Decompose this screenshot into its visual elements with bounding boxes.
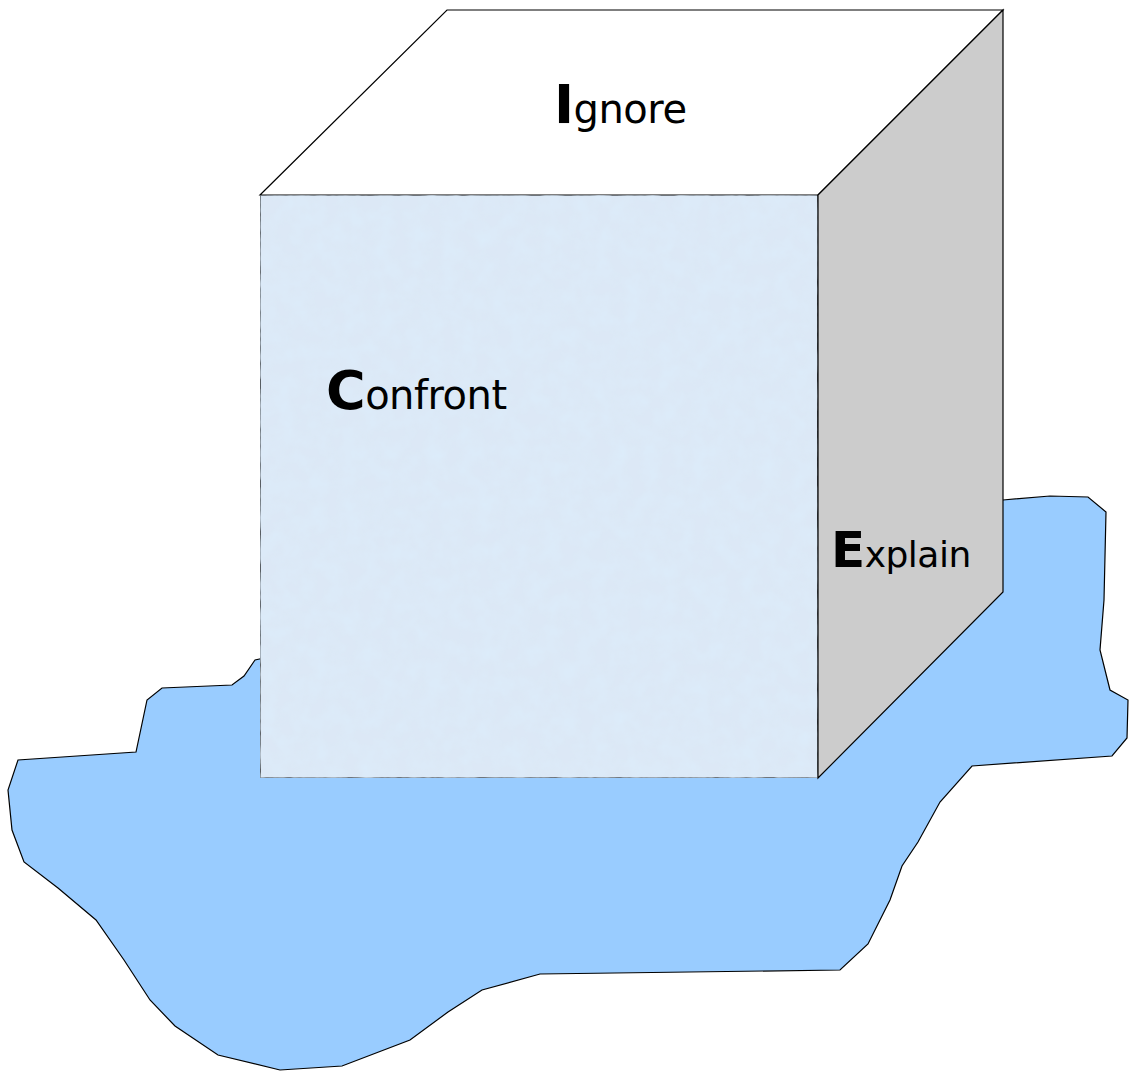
face-label: Ignore [554,75,689,134]
face-outline [260,195,818,778]
face-outline [818,10,1003,778]
front-face: Confront [260,195,818,778]
face-label: Confront [326,361,509,420]
face-shape [818,10,1003,778]
face-shape [260,195,818,778]
face-label: Explain [831,523,973,578]
side-face: Explain [818,10,1003,778]
